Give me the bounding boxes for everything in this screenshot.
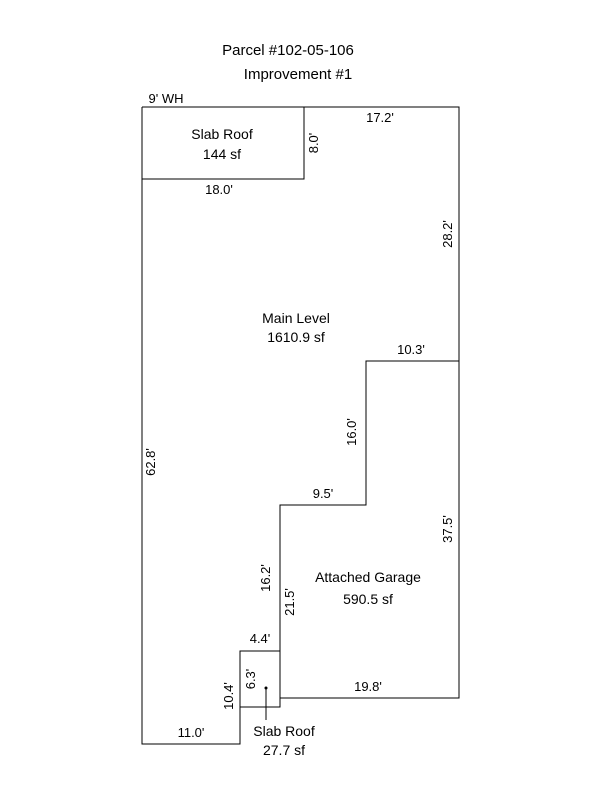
main-level-area: 1610.9 sf [267, 329, 325, 345]
slab-roof-bottom-area: 27.7 sf [263, 742, 305, 758]
dim-small-height: 6.3' [243, 669, 258, 690]
slab-roof-bottom-outline [239, 650, 280, 707]
dim-garage-left-upper: 16.2' [258, 564, 273, 592]
dim-step-vertical: 16.0' [344, 418, 359, 446]
attached-garage-label: Attached Garage [315, 569, 421, 585]
dim-wh: 9' WH [149, 91, 184, 106]
parcel-title: Parcel #102-05-106 [222, 42, 354, 59]
slab-roof-bottom-label: Slab Roof [253, 723, 315, 739]
dim-small-top: 4.4' [250, 631, 271, 646]
dim-slab-width: 18.0' [205, 182, 233, 197]
slab-roof-top-outline [142, 107, 305, 180]
dim-step-mid: 9.5' [313, 486, 334, 501]
dim-right-upper: 28.2' [440, 220, 455, 248]
dim-left-side: 62.8' [143, 448, 158, 476]
dim-right-lower: 37.5' [440, 515, 455, 543]
dim-bottom-left: 11.0' [178, 725, 205, 740]
garage-boundary [279, 360, 459, 698]
slab-roof-pointer-dot [264, 686, 268, 690]
dim-step-top: 10.3' [397, 342, 425, 357]
dim-garage-bottom: 19.8' [354, 679, 382, 694]
dim-slab-height: 8.0' [306, 133, 321, 154]
improvement-title: Improvement #1 [244, 66, 352, 83]
slab-roof-top-area: 144 sf [203, 146, 241, 162]
attached-garage-area: 590.5 sf [343, 591, 393, 607]
main-level-label: Main Level [262, 310, 330, 326]
main-level-outline [141, 106, 460, 745]
dim-top-right: 17.2' [366, 110, 394, 125]
slab-roof-top-label: Slab Roof [191, 126, 253, 142]
dim-garage-left-full: 21.5' [282, 588, 297, 616]
dim-small-left: 10.4' [221, 682, 236, 710]
